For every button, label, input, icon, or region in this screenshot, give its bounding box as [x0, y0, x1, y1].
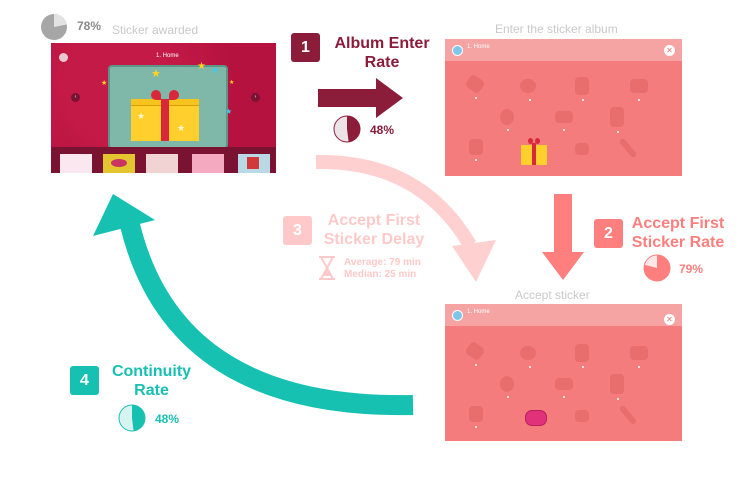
- sticker-silhouette: [575, 143, 589, 155]
- sticker-silhouette: [520, 346, 536, 360]
- sticker-silhouette: [575, 344, 589, 362]
- award-screen: 1. Home ‹ › ★ ★ ★ ★ ★ ★ ★ ★: [51, 43, 276, 173]
- prev-arrow-button[interactable]: ‹: [71, 93, 80, 102]
- next-arrow-button[interactable]: ›: [251, 93, 260, 102]
- step-2-badge: 2: [594, 219, 623, 248]
- sticker-silhouette: [630, 346, 648, 360]
- sticker-silhouette: [630, 79, 648, 93]
- sticker-silhouette: [555, 378, 573, 390]
- sticker-silhouette: [500, 109, 514, 125]
- home-button[interactable]: [452, 45, 463, 56]
- sticker-thumbnail[interactable]: [59, 153, 93, 173]
- home-button[interactable]: [452, 310, 463, 321]
- step-4-badge: 4: [70, 366, 99, 395]
- sticker-silhouette: [575, 410, 589, 422]
- album-screen-title: 1. Home: [467, 44, 490, 50]
- sticker-silhouette: [618, 137, 638, 159]
- accept-screen: 1. Home ✕: [445, 304, 682, 441]
- sticker-thumbnail[interactable]: [191, 153, 225, 173]
- back-button[interactable]: [59, 53, 68, 62]
- step-1-pie-icon: [333, 115, 361, 143]
- sticker-silhouette: [469, 406, 483, 422]
- arrow-continuity: [93, 194, 414, 416]
- arrow-accept-delay: [315, 154, 496, 282]
- awarded-caption: Sticker awarded: [112, 23, 199, 37]
- accepted-sticker[interactable]: [525, 410, 547, 426]
- sticker-silhouette: [469, 139, 483, 155]
- step-3-badge: 3: [283, 216, 312, 245]
- step-3-average: Average: 79 min: [344, 257, 421, 268]
- arrow-accept-rate: [542, 194, 584, 280]
- sticker-thumbnail[interactable]: [145, 153, 179, 173]
- step-4-title-line2: Rate: [134, 382, 169, 399]
- sticker-silhouette: [610, 107, 624, 127]
- sticker-silhouette: [610, 374, 624, 394]
- star-icon: ★: [211, 65, 220, 75]
- star-icon: ★: [225, 107, 233, 116]
- step-2-percent: 79%: [679, 262, 704, 276]
- step-2-title-line1: Accept First: [631, 215, 725, 232]
- step-1-percent: 48%: [370, 123, 395, 137]
- star-icon: ★: [151, 68, 161, 80]
- step-4-pie-icon: [118, 404, 146, 432]
- step-3-median: Median: 25 min: [344, 269, 417, 280]
- sticker-silhouette: [464, 340, 486, 362]
- awarded-pie-icon: [41, 14, 67, 40]
- star-icon: ★: [229, 80, 235, 86]
- sticker-silhouette: [555, 111, 573, 123]
- step-1-title-line1: Album Enter: [334, 35, 430, 52]
- album-screen-caption: Enter the sticker album: [495, 22, 618, 36]
- arrow-album-enter: [318, 78, 403, 118]
- close-button[interactable]: ✕: [664, 314, 675, 325]
- accept-screen-caption: Accept sticker: [515, 288, 590, 302]
- step-3-title-line2: Sticker Delay: [323, 231, 425, 248]
- star-icon: ★: [197, 61, 206, 72]
- award-screen-title: 1. Home: [156, 53, 179, 59]
- step-2-pie-icon: [643, 254, 671, 282]
- sticker-silhouette: [520, 79, 536, 93]
- sticker-silhouette: [618, 404, 638, 426]
- album-screen: 1. Home ✕: [445, 39, 682, 176]
- star-icon: ★: [101, 80, 108, 87]
- hourglass-icon: [319, 256, 335, 280]
- step-1-title-line2: Rate: [364, 54, 400, 71]
- step-2-title-line2: Sticker Rate: [631, 234, 725, 251]
- step-3-title-line1: Accept First: [327, 212, 421, 229]
- accept-screen-title: 1. Home: [467, 309, 490, 315]
- step-4-title-line1: Continuity: [111, 363, 192, 380]
- sticker-silhouette: [464, 73, 486, 95]
- close-button[interactable]: ✕: [664, 45, 675, 56]
- sticker-silhouette: [500, 376, 514, 392]
- awarded-percent: 78%: [77, 19, 102, 33]
- sticker-silhouette: [575, 77, 589, 95]
- step-1-badge: 1: [291, 33, 320, 62]
- step-4-percent: 48%: [155, 412, 180, 426]
